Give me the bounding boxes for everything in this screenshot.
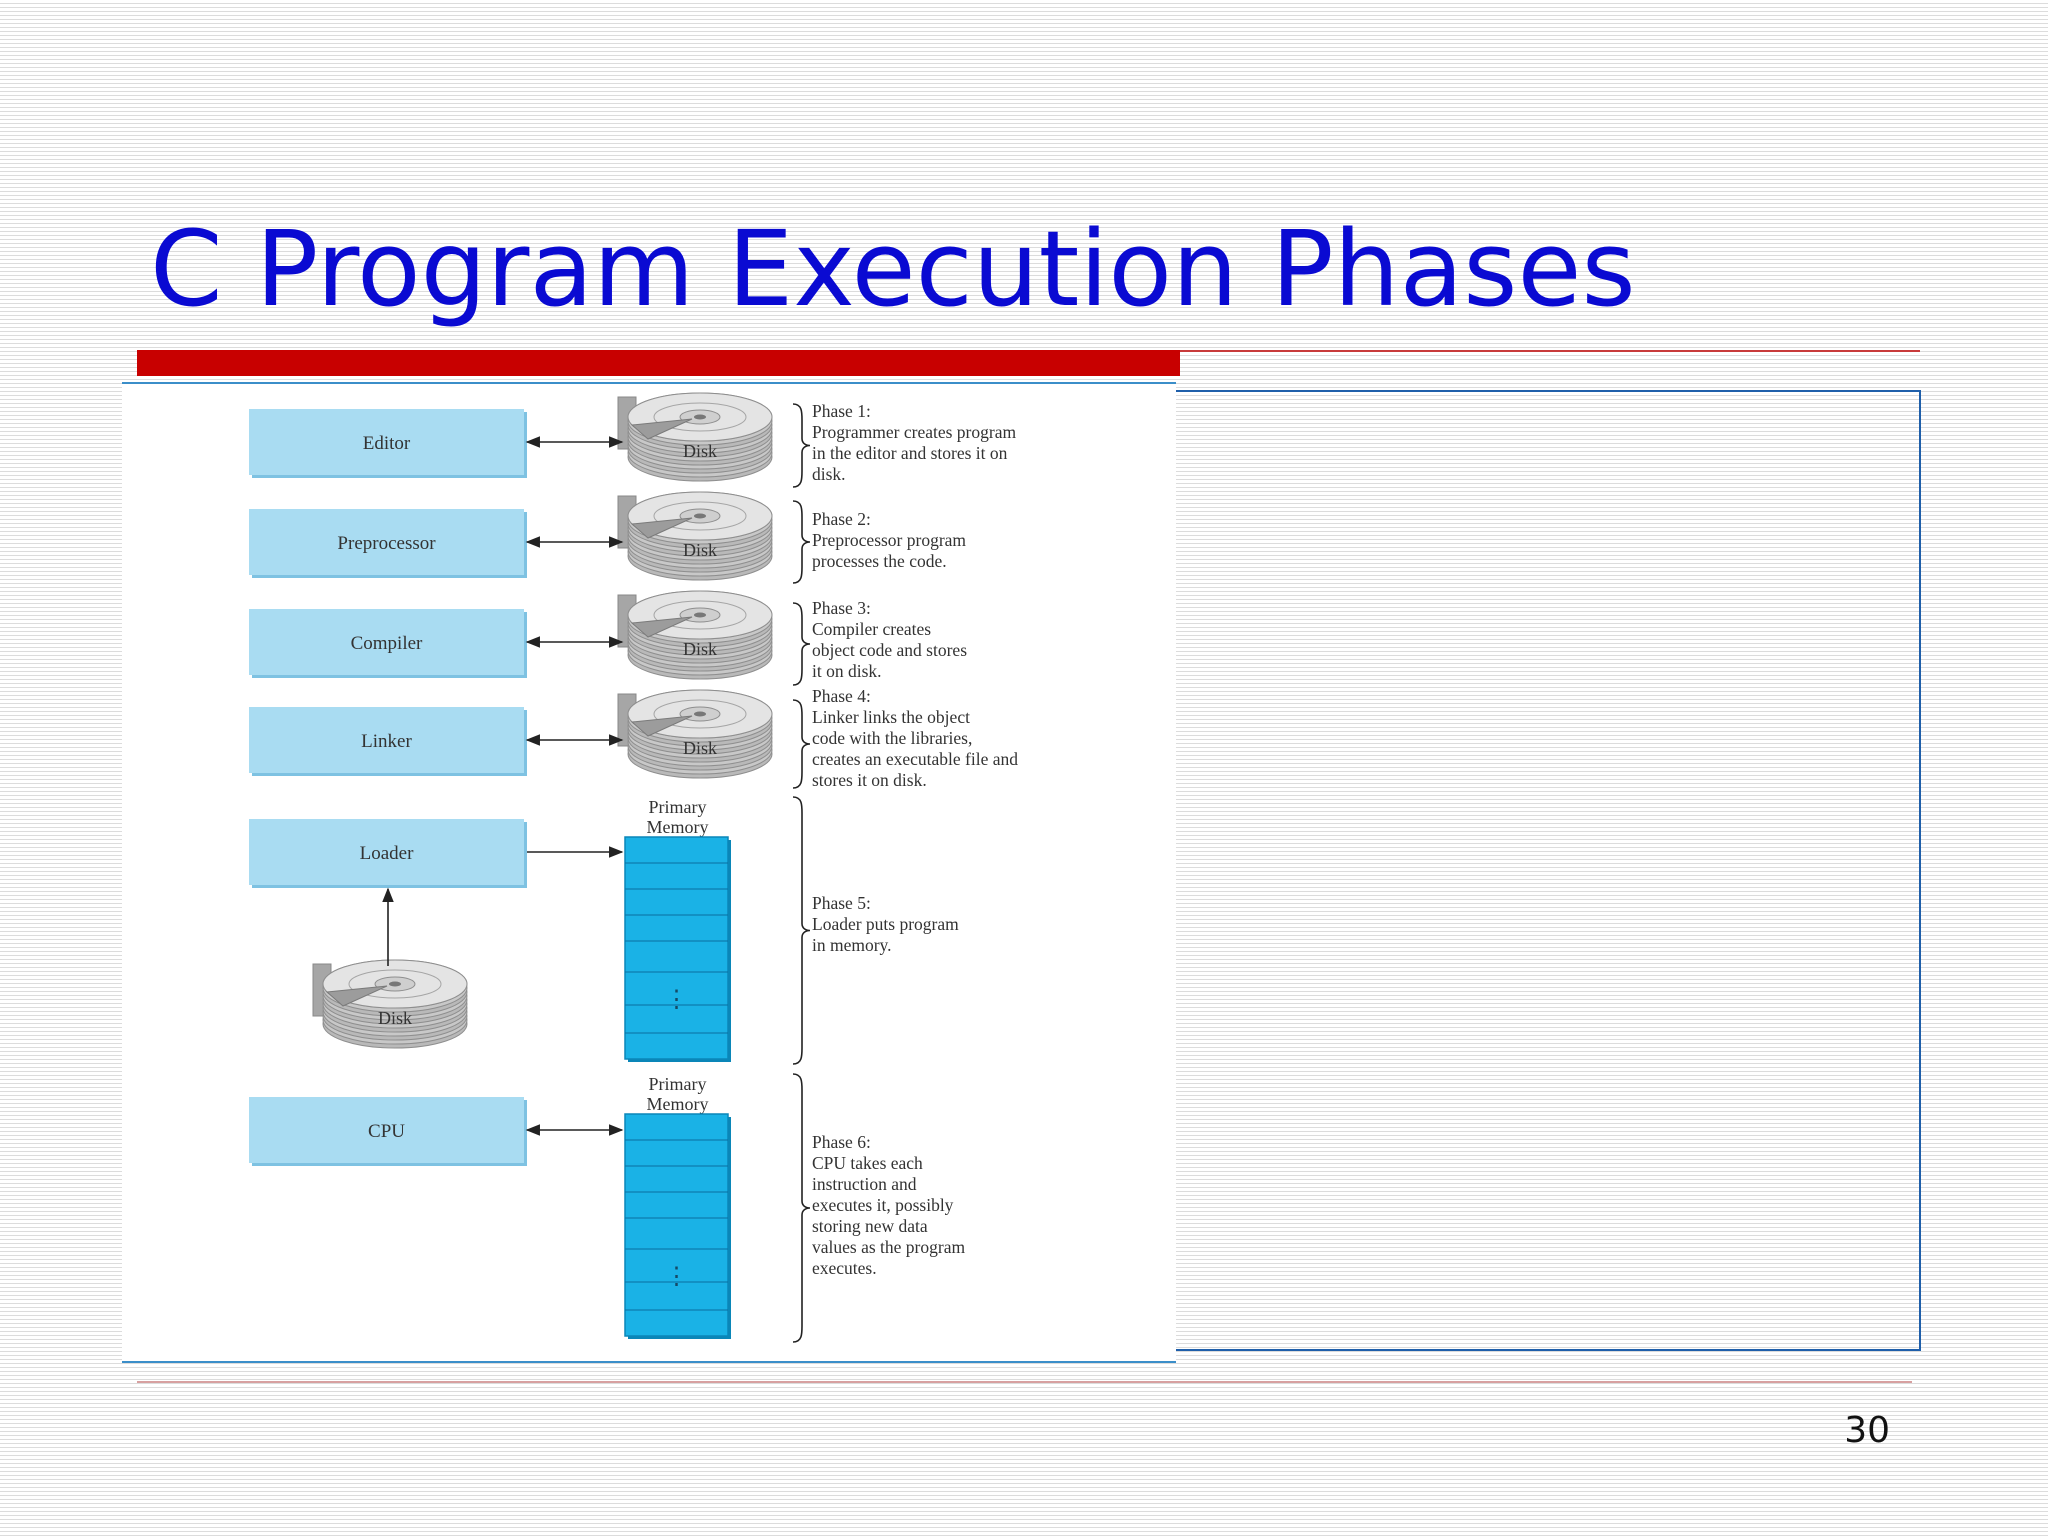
memory-label-line2: Memory [647, 1094, 709, 1114]
slide-title: C Program Execution Phases [150, 208, 1636, 330]
phase-text-line: Linker links the object [812, 707, 970, 727]
phase-text-line: Compiler creates [812, 619, 931, 639]
content-frame [1172, 390, 1921, 1351]
loader-disk-icon: Disk [312, 959, 468, 1049]
phase-text-line: processes the code. [812, 551, 947, 571]
disk-label: Disk [683, 738, 717, 758]
memory-label-line1: Primary [649, 797, 707, 817]
component-box [249, 509, 524, 575]
page-number: 30 [1844, 1410, 1890, 1451]
phase-text-line: creates an executable file and [812, 749, 1018, 769]
memory-label-line1: Primary [649, 1074, 707, 1094]
phase-heading: Phase 6: [812, 1132, 871, 1152]
memory-ellipsis: ⋮ [665, 987, 689, 1013]
phase-6-brace [792, 1073, 811, 1343]
component-linker: Linker [249, 707, 527, 776]
component-box [249, 707, 524, 773]
phase-heading: Phase 1: [812, 401, 871, 421]
phase-heading: Phase 3: [812, 598, 871, 618]
disk-label: Disk [683, 540, 717, 560]
phase-2-brace [792, 500, 811, 584]
phase-text-line: object code and stores [812, 640, 967, 660]
phase-text-line: it on disk. [812, 661, 882, 681]
component-box [249, 1097, 524, 1163]
disk-2-icon: Disk [617, 491, 773, 581]
component-editor: Editor [249, 409, 527, 478]
phase-1-brace [792, 403, 811, 488]
phase-text-line: storing new data [812, 1216, 928, 1236]
phase-heading: Phase 5: [812, 893, 871, 913]
phase-4-brace [792, 699, 811, 789]
phase-heading: Phase 2: [812, 509, 871, 529]
phase-3-brace [792, 602, 811, 686]
phase-text-line: Programmer creates program [812, 422, 1016, 442]
component-preprocessor: Preprocessor [249, 509, 527, 578]
phase-text-line: values as the program [812, 1237, 965, 1257]
phase-text-line: disk. [812, 464, 846, 484]
memory-ellipsis: ⋮ [665, 1264, 689, 1290]
phase-5-brace [792, 796, 811, 1065]
phase-text-line: Preprocessor program [812, 530, 966, 550]
footer-rule [137, 1381, 1912, 1383]
disk-label: Disk [378, 1008, 412, 1028]
component-label: CPU [368, 1121, 405, 1142]
phase-text-line: in memory. [812, 935, 892, 955]
component-label: Loader [360, 843, 414, 864]
phase-text-line: executes it, possibly [812, 1195, 954, 1215]
memory-label-line2: Memory [647, 817, 709, 837]
component-box [249, 609, 524, 675]
phase-text-line: code with the libraries, [812, 728, 972, 748]
phase-text-line: instruction and [812, 1174, 917, 1194]
title-underline-thin [1180, 350, 1920, 352]
disk-3-icon: Disk [617, 590, 773, 680]
component-loader: Loader [249, 819, 527, 888]
component-label: Compiler [351, 633, 423, 654]
component-label: Editor [363, 433, 411, 454]
phase-text-line: Loader puts program [812, 914, 959, 934]
title-underline-thick [137, 350, 1180, 376]
phase-text-line: in the editor and stores it on [812, 443, 1008, 463]
component-box [249, 409, 524, 475]
disk-label: Disk [683, 639, 717, 659]
component-label: Preprocessor [337, 533, 436, 554]
phase-text-line: executes. [812, 1258, 877, 1278]
disk-1-icon: Disk [617, 392, 773, 482]
disk-4-icon: Disk [617, 689, 773, 779]
disk-label: Disk [683, 441, 717, 461]
component-cpu: CPU [249, 1097, 527, 1166]
phases-diagram: EditorPreprocessorCompilerLinkerLoaderCP… [249, 392, 1018, 1343]
component-compiler: Compiler [249, 609, 527, 678]
component-label: Linker [361, 731, 412, 752]
phase-heading: Phase 4: [812, 686, 871, 706]
component-box [249, 819, 524, 885]
phase-text-line: stores it on disk. [812, 770, 927, 790]
phase-text-line: CPU takes each [812, 1153, 923, 1173]
